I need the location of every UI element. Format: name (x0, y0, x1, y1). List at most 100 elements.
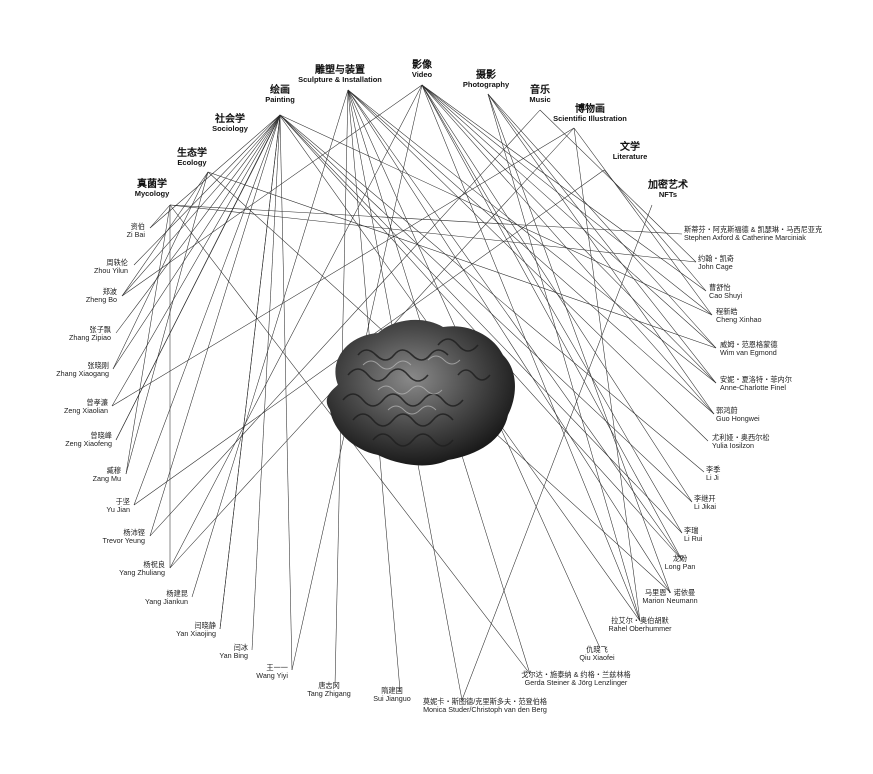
fungus-image (326, 319, 515, 466)
category-label-en: Painting (265, 95, 295, 104)
connection-line (149, 109, 541, 537)
artist-name-zh: 郑波 (102, 287, 117, 296)
artist-name-zh: 李季 (706, 465, 721, 474)
artist-name-zh: 尤利娅・奥西尔松 (712, 433, 770, 442)
artist-name-en: Zeng Xiaofeng (65, 438, 112, 448)
artist-name-en: Wim van Egmond (720, 347, 777, 357)
artist-name-en: Zi Bai (126, 229, 145, 239)
artist-name-zh: 周轶伦 (106, 258, 128, 267)
category-label-zh: 真菌学 (137, 179, 167, 190)
category-label-en: Video (411, 70, 433, 79)
category-label-en: Ecology (177, 158, 207, 167)
artist-name-zh: 戈尔达・施泰纳 & 约格・兰兹林格 (521, 670, 631, 679)
connection-line (421, 84, 707, 292)
artist-name-zh: 张子飘 (89, 325, 111, 334)
connection-line (421, 84, 641, 622)
connection-line (421, 84, 713, 316)
connection-line (347, 89, 717, 384)
artist-name-en: Yan Bing (219, 650, 248, 660)
artist-name-zh: 龙盼 (672, 554, 688, 563)
artist-name-en: Rahel Oberhummer (608, 623, 672, 633)
artist-name-en: Sui Jianguo (373, 693, 411, 703)
artist-name-zh: 李继开 (694, 494, 716, 503)
category-label-zh: 摄影 (476, 70, 496, 81)
artist-name-en: Li Ji (706, 472, 719, 482)
artist-name-en: Yulia Iosilzon (712, 440, 754, 450)
connection-line (421, 84, 683, 534)
category-label-zh: 文学 (620, 142, 640, 153)
artist-name-zh: 李瑞 (684, 526, 699, 535)
connection-line (149, 204, 171, 229)
artist-name-zh: 郭鸿蔚 (716, 406, 738, 415)
category-label-zh: 加密艺术 (648, 180, 688, 191)
artist-name-en: Qiu Xiaofei (579, 652, 615, 662)
connection-line (125, 171, 209, 475)
connection-line (347, 89, 671, 593)
artist-name-zh: 程新皓 (716, 307, 738, 316)
artist-name-zh: 拉艾尔・奥伯胡默 (611, 616, 669, 625)
category-label-zh: 生态学 (177, 148, 207, 159)
artist-name-zh: 仇晓飞 (586, 645, 608, 654)
category-label-en: Literature (612, 152, 648, 161)
category-label-zh: 音乐 (529, 85, 550, 96)
connection-line (279, 114, 713, 316)
category-label-zh: 雕塑与装置 (314, 65, 365, 76)
artist-name-zh: 闫冰 (233, 643, 248, 652)
category-label-zh: 博物画 (574, 104, 605, 115)
artist-name-zh: 曾孝濂 (86, 398, 108, 407)
artist-name-en: Zhang Xiaogang (56, 368, 109, 378)
artist-name-zh: 曹舒怡 (709, 283, 731, 292)
category-label-en: NFTs (658, 190, 678, 199)
artist-name-zh: 张晓刚 (87, 361, 109, 370)
connection-line (169, 204, 697, 263)
connection-line (149, 114, 281, 537)
connection-line (111, 114, 281, 407)
connection-line (279, 114, 683, 534)
connection-line (121, 84, 423, 297)
artist-name-en: Zeng Xiaolian (64, 405, 108, 415)
artist-name-zh: 约翰・凯奇 (698, 254, 734, 263)
connection-line (115, 114, 281, 334)
category-label-zh: 影像 (411, 60, 432, 71)
category-label-en: Music (529, 95, 551, 104)
connection-line (191, 89, 349, 598)
artist-name-en: Yang Zhuliang (119, 567, 165, 577)
category-label-en: Sculpture & Installation (298, 75, 382, 84)
artist-name-zh: 臧穆 (106, 466, 121, 475)
connection-line (603, 169, 707, 292)
artist-name-en: Yan Xiaojing (176, 628, 216, 638)
connection-line (121, 115, 281, 297)
artist-name-en: Zhang Zipiao (69, 332, 111, 342)
connection-line (421, 84, 717, 384)
artist-name-en: Long Pan (664, 561, 696, 571)
connection-line (487, 93, 671, 593)
